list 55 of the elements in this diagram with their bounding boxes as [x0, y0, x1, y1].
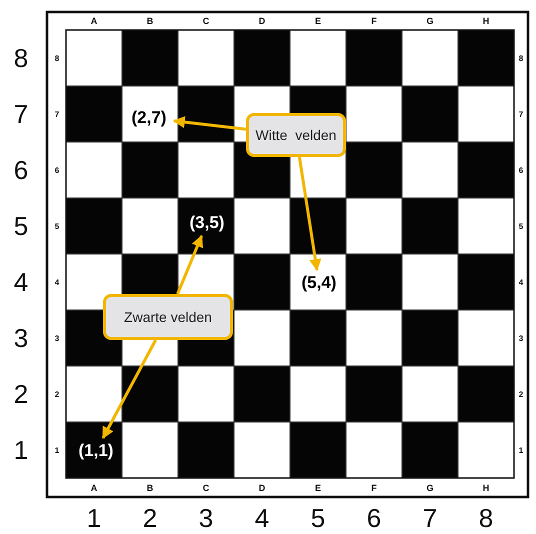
column-letter: F — [370, 482, 378, 495]
row-number: 8 — [54, 52, 60, 64]
row-number: 5 — [54, 220, 60, 232]
row-number: 3 — [518, 332, 524, 344]
column-number: 3 — [198, 502, 214, 534]
callout-box: Zwarte velden — [103, 294, 233, 340]
row-number: 2 — [518, 388, 524, 400]
column-number: 8 — [478, 502, 494, 534]
coordinate-label: (2,7) — [125, 106, 173, 130]
column-number: 4 — [254, 502, 270, 534]
column-letter: A — [90, 15, 98, 28]
column-letter: A — [90, 482, 98, 495]
row-number: 2 — [54, 388, 60, 400]
column-letter: E — [314, 15, 322, 28]
column-letter: G — [425, 482, 434, 495]
arrow — [102, 339, 157, 440]
row-number: 1 — [518, 444, 524, 456]
column-letter: H — [482, 482, 490, 495]
column-letter: B — [146, 482, 154, 495]
column-letter: D — [258, 482, 266, 495]
row-number: 7 — [12, 98, 30, 130]
callout-box: Witte velden — [246, 113, 346, 157]
column-letter: D — [258, 15, 266, 28]
column-letter: G — [425, 15, 434, 28]
row-number: 8 — [518, 52, 524, 64]
row-number: 6 — [518, 164, 524, 176]
column-letter: H — [482, 15, 490, 28]
coordinate-label: (5,4) — [295, 271, 343, 295]
row-number: 6 — [54, 164, 60, 176]
row-number: 4 — [518, 276, 524, 288]
row-number: 4 — [54, 276, 60, 288]
column-letter: C — [202, 15, 210, 28]
row-number: 8 — [12, 42, 30, 74]
column-letter: B — [146, 15, 154, 28]
row-number: 1 — [54, 444, 60, 456]
column-number: 2 — [142, 502, 158, 534]
arrow — [176, 234, 203, 295]
column-number: 6 — [366, 502, 382, 534]
column-letter: C — [202, 482, 210, 495]
row-number: 4 — [12, 266, 30, 298]
row-number: 5 — [518, 220, 524, 232]
column-number: 7 — [422, 502, 438, 534]
row-number: 7 — [518, 108, 524, 120]
column-letter: E — [314, 482, 322, 495]
row-number: 2 — [12, 378, 30, 410]
row-number: 3 — [12, 322, 30, 354]
row-number: 7 — [54, 108, 60, 120]
arrow — [298, 156, 322, 272]
column-number: 1 — [86, 502, 102, 534]
column-letter: F — [370, 15, 378, 28]
row-number: 1 — [12, 434, 30, 466]
column-number: 5 — [310, 502, 326, 534]
row-number: 6 — [12, 154, 30, 186]
row-number: 5 — [12, 210, 30, 242]
row-number: 3 — [54, 332, 60, 344]
